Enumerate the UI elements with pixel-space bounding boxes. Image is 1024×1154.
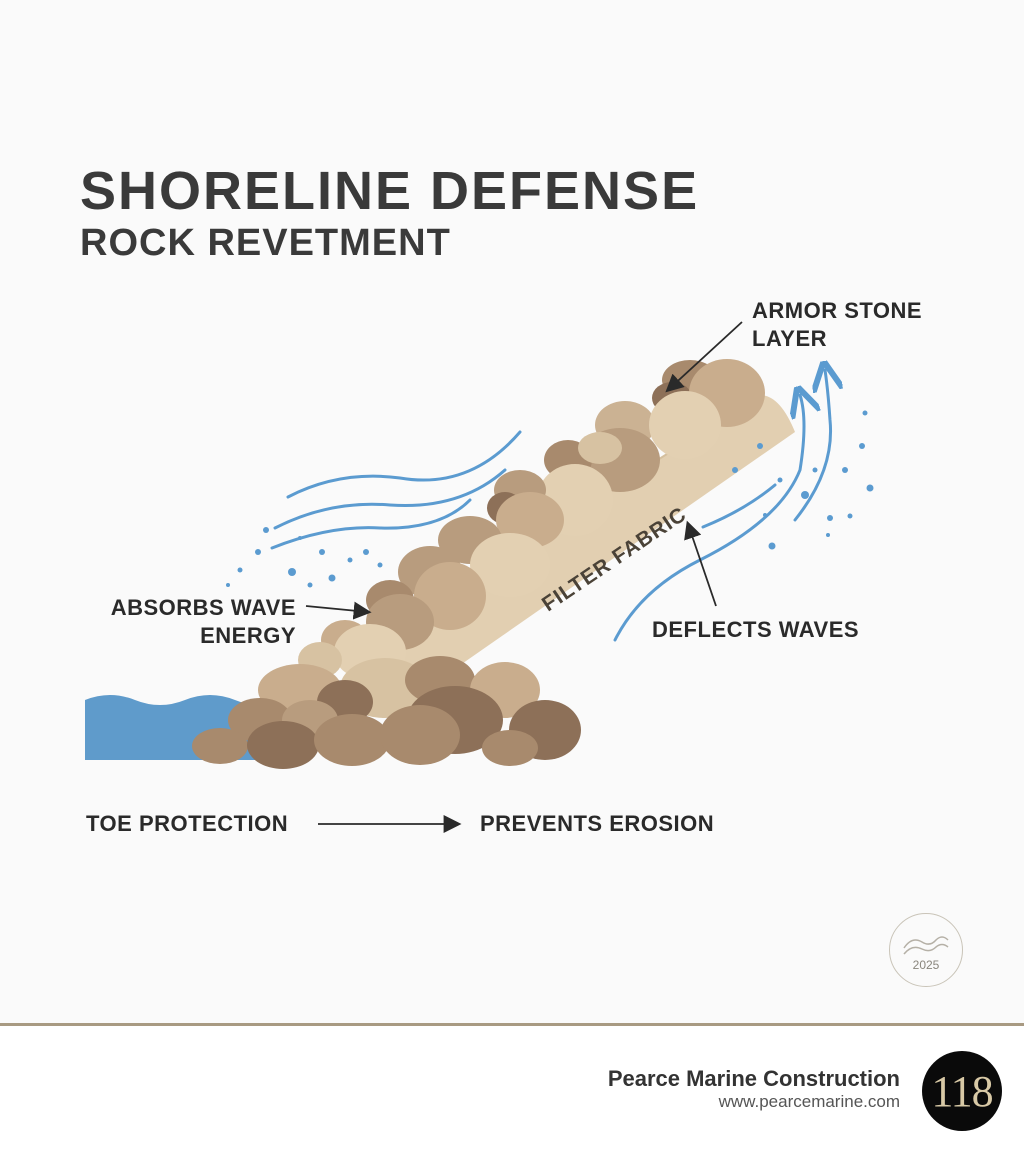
- footer: [0, 1026, 1024, 1154]
- year-seal: 2025: [889, 913, 963, 987]
- diagram-subtitle: ROCK REVETMENT: [80, 222, 451, 264]
- armor-stone-label-line2: LAYER: [752, 326, 828, 351]
- armor-stone-label: ARMOR STONE LAYER: [752, 297, 922, 353]
- absorbs-label-line1: ABSORBS WAVE: [110, 595, 296, 620]
- deflects-label: DEFLECTS WAVES: [652, 617, 860, 642]
- diagram-title: SHORELINE DEFENSE: [80, 161, 700, 221]
- page-number-badge: 118: [922, 1051, 1002, 1131]
- company-name: Pearce Marine Construction: [607, 1066, 900, 1091]
- page-number: 118: [931, 1066, 993, 1116]
- spray-droplets-left: [226, 527, 383, 588]
- company-url[interactable]: www.pearcemarine.com: [718, 1092, 900, 1111]
- footer-divider: [0, 1023, 1024, 1026]
- seal-year: 2025: [912, 958, 940, 972]
- absorbs-label-line2: ENERGY: [200, 623, 296, 648]
- deflected-waves: [613, 370, 831, 642]
- revetment-illustration: FILTER FABRIC: [85, 321, 874, 833]
- toe-protection-stones: [192, 656, 581, 769]
- spray-droplets-right: [732, 410, 874, 550]
- prevents-erosion-label: PREVENTS EROSION: [480, 811, 715, 836]
- wave-seal-icon: [903, 936, 949, 955]
- toe-protection-label: TOE PROTECTION: [86, 811, 289, 836]
- leader-arrows: [305, 321, 743, 833]
- armor-stone-label-line1: ARMOR STONE: [752, 298, 923, 323]
- armor-stones: [298, 359, 765, 680]
- absorbs-label: ABSORBS WAVE ENERGY: [106, 594, 296, 650]
- incoming-waves: [270, 430, 522, 550]
